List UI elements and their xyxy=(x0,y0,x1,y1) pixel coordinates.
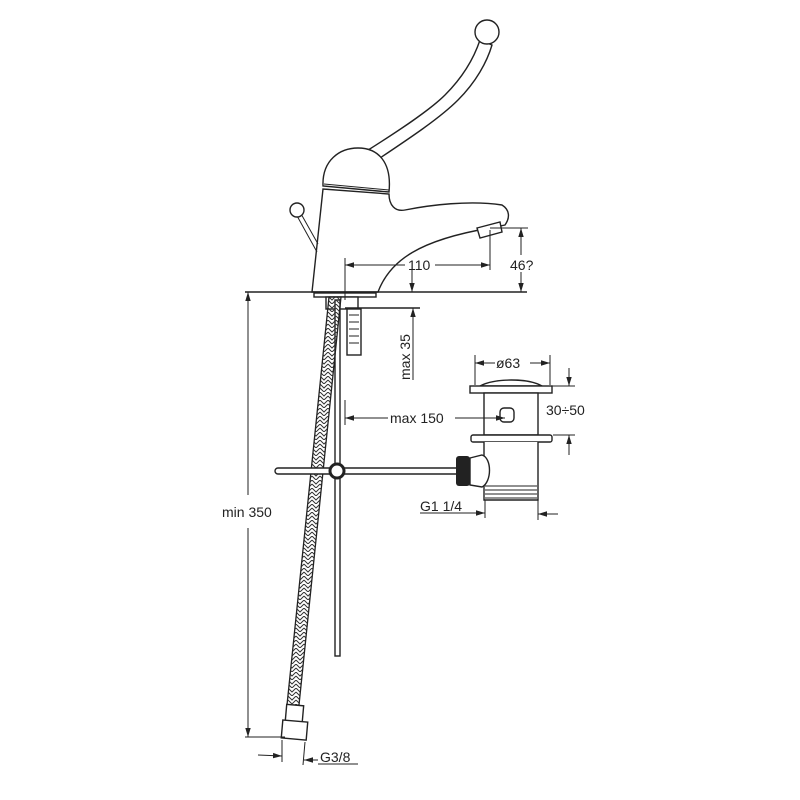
label-waste-thread: G1 1/4 xyxy=(420,498,462,514)
braided-hose xyxy=(286,296,342,706)
dimension-lines xyxy=(245,227,575,766)
horizontal-rod xyxy=(274,467,461,475)
waste-nut xyxy=(456,456,470,486)
body-dome xyxy=(322,147,391,193)
faucet xyxy=(289,19,510,293)
label-hose-thread: G3/8 xyxy=(320,749,351,765)
lever-ball xyxy=(474,19,500,45)
hose-nut xyxy=(280,719,309,741)
popup-knob xyxy=(289,202,305,218)
label-spout-reach: 110 xyxy=(408,257,431,273)
lever-handle xyxy=(363,39,493,161)
ball-joint xyxy=(328,462,346,480)
label-rod-distance: max 150 xyxy=(390,410,444,426)
under-deck-parts xyxy=(274,292,461,741)
popup-rod-top xyxy=(295,211,319,253)
label-hose-length: min 350 xyxy=(222,504,272,520)
label-waste-range: 30÷50 xyxy=(546,402,585,418)
label-shank-length: max 35 xyxy=(397,334,413,380)
popup-waste xyxy=(456,379,553,501)
label-spout-height: 46? xyxy=(510,257,534,273)
label-waste-diameter: ø63 xyxy=(496,355,520,371)
faucet-body xyxy=(311,188,510,293)
